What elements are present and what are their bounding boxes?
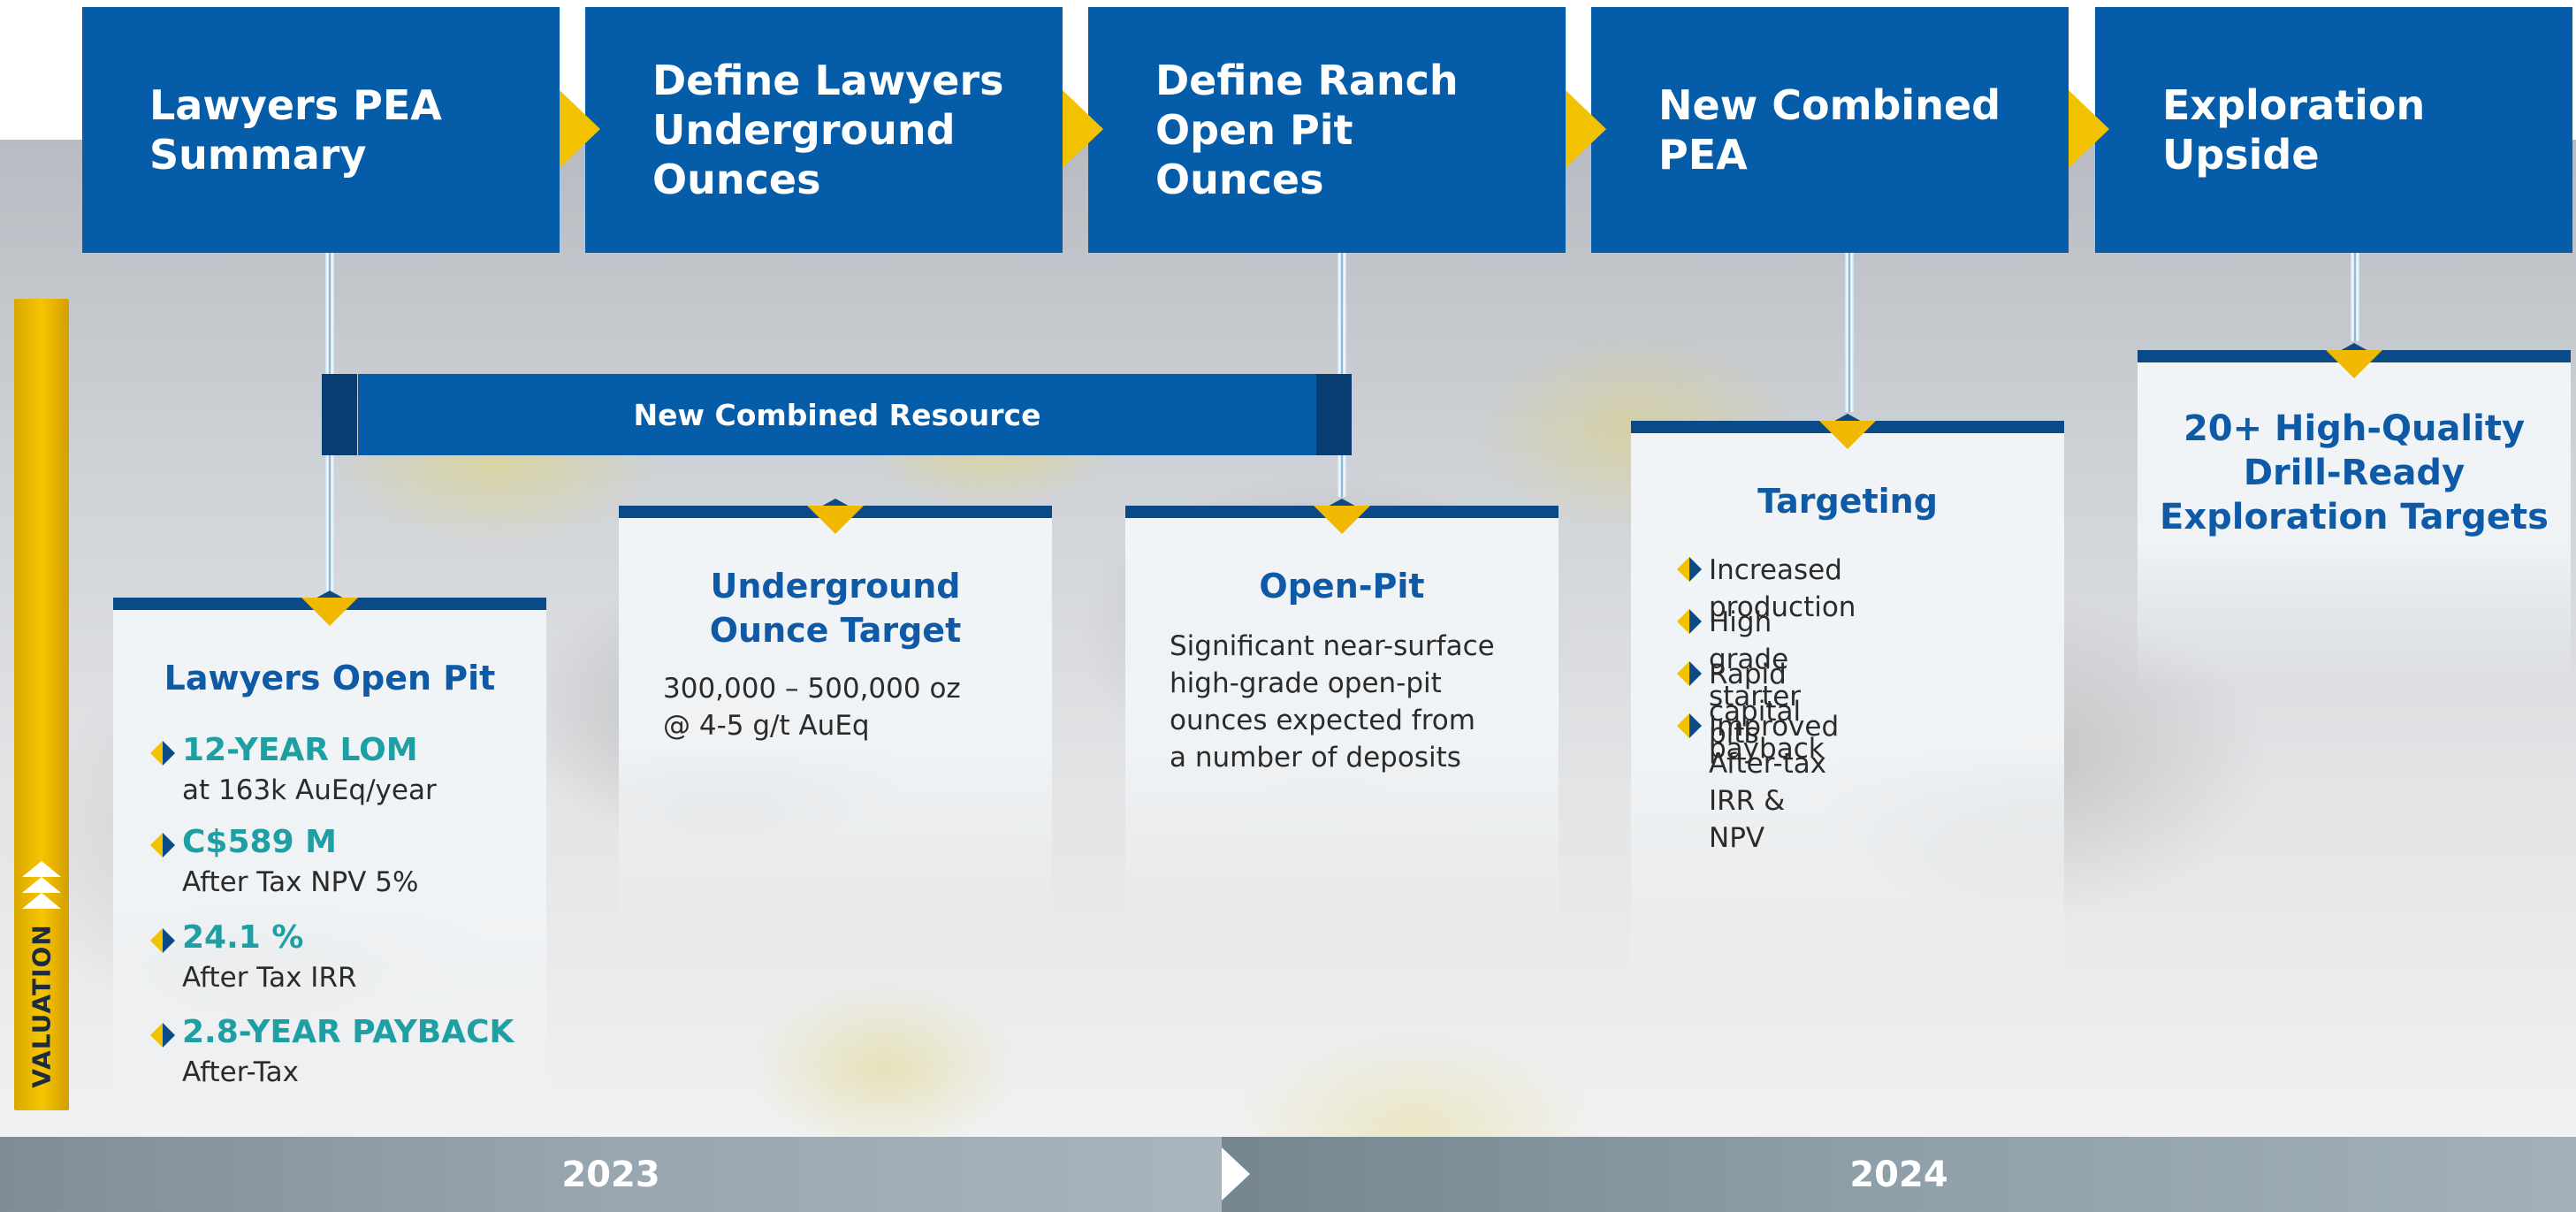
timeline-2024: 2024: [1222, 1137, 2576, 1212]
valuation-label: VALUATION: [27, 924, 57, 1088]
timeline-year: 2023: [561, 1154, 660, 1195]
diamond-bullet-icon: [1677, 713, 1702, 738]
metric-sub: After-Tax: [182, 1056, 299, 1088]
diamond-bullet-icon: [150, 741, 175, 766]
step-define-ranch-open-pit: Define Ranch Open Pit Ounces: [1088, 7, 1566, 253]
metric-sub: at 163k AuEq/year: [182, 774, 437, 806]
chevron-right-icon: [560, 90, 600, 168]
chevron-right-icon: [1566, 90, 1606, 168]
diamond-bullet-icon: [150, 928, 175, 953]
valuation-bar: VALUATION: [14, 299, 69, 1110]
card-title: 20+ High-Quality Drill-Ready Exploration…: [2160, 408, 2549, 537]
timeline-year: 2024: [1849, 1154, 1948, 1195]
diamond-bullet-icon: [1677, 609, 1702, 634]
metric-value: 24.1 %: [182, 919, 304, 956]
card-title: Underground Ounce Target: [709, 567, 962, 650]
card-underground-ounce-target: Underground Ounce Target 300,000 – 500,0…: [619, 499, 1052, 930]
step-label: New Combined PEA: [1658, 81, 2001, 179]
connector-line: [2351, 253, 2359, 341]
diamond-bullet-icon: [1677, 661, 1702, 686]
gold-notch-icon: [1314, 506, 1370, 534]
metric-sub: After Tax IRR: [182, 962, 357, 994]
banner-right-cap: [1316, 374, 1352, 455]
diamond-bullet-icon: [150, 1023, 175, 1048]
card-exploration-targets: 20+ High-Quality Drill-Ready Exploration…: [2138, 343, 2571, 686]
gold-notch-icon: [1819, 421, 1876, 449]
diamond-bullet-icon: [150, 833, 175, 858]
card-targeting: Targeting Increased production High grad…: [1631, 414, 2064, 1004]
card-lawyers-open-pit: Lawyers Open Pit 12-YEAR LOM at 163k AuE…: [113, 591, 546, 1137]
banner-label: New Combined Resource: [633, 397, 1041, 432]
gold-notch-icon: [301, 598, 358, 626]
chevron-right-icon: [1063, 90, 1103, 168]
new-combined-resource-banner: New Combined Resource: [358, 374, 1316, 455]
metric-value: 2.8-YEAR PAYBACK: [182, 1014, 514, 1050]
card-body: Significant near-surface high-grade open…: [1170, 630, 1495, 774]
chevron-right-icon: [2069, 90, 2109, 168]
diamond-bullet-icon: [1677, 557, 1702, 582]
metric-value: 12-YEAR LOM: [182, 732, 418, 768]
timeline-arrow-icon: [1222, 1147, 1250, 1201]
metric-value: C$589 M: [182, 824, 337, 860]
card-title: Open-Pit: [1259, 567, 1425, 606]
gold-notch-icon: [2326, 350, 2382, 378]
metric-sub: After Tax NPV 5%: [182, 866, 419, 898]
step-label: Define Ranch Open Pit Ounces: [1155, 57, 1459, 203]
step-lawyers-pea-summary: Lawyers PEA Summary: [82, 7, 560, 253]
card-body: 300,000 – 500,000 oz @ 4-5 g/t AuEq: [663, 673, 961, 742]
step-label: Lawyers PEA Summary: [149, 81, 442, 179]
card-open-pit: Open-Pit Significant near-surface high-g…: [1125, 499, 1559, 930]
bullet-text: Rapid capital payback: [1709, 659, 1825, 765]
connector-line: [1845, 253, 1854, 412]
up-chevrons-icon: [22, 861, 61, 909]
bullet-text: Increased production: [1709, 554, 1856, 623]
step-label: Exploration Upside: [2162, 81, 2426, 179]
step-label: Define Lawyers Underground Ounces: [652, 57, 1004, 203]
card-title: Targeting: [1757, 482, 1938, 521]
step-new-combined-pea: New Combined PEA: [1591, 7, 2069, 253]
bullet-text: Improved After-tax IRR & NPV: [1709, 711, 1840, 854]
step-define-lawyers-underground: Define Lawyers Underground Ounces: [585, 7, 1063, 253]
timeline-2023: 2023: [0, 1137, 1222, 1212]
card-title: Lawyers Open Pit: [164, 659, 496, 697]
banner-left-cap: [322, 374, 357, 455]
step-exploration-upside: Exploration Upside: [2095, 7, 2572, 253]
gold-notch-icon: [807, 506, 864, 534]
bullet-text: High grade starter pits: [1709, 606, 1802, 750]
